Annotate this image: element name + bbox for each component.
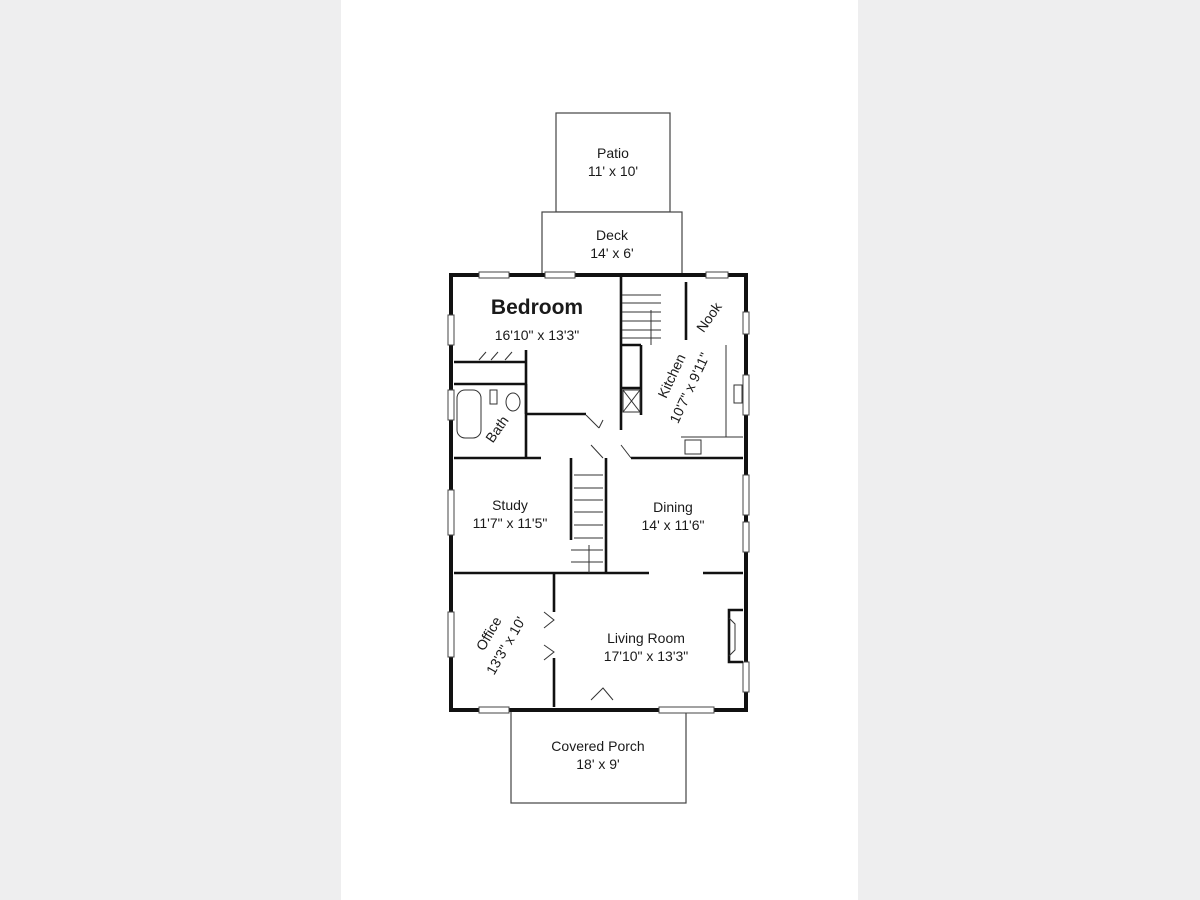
- doors: [478, 351, 632, 701]
- covered-porch-label: Covered Porch: [551, 738, 644, 754]
- bath-label: Bath: [482, 413, 512, 446]
- study-label: Study: [492, 497, 528, 513]
- patio-area: [555, 112, 671, 213]
- windows: [447, 271, 750, 714]
- patio-size: 11' x 10': [588, 163, 638, 179]
- stairs: [571, 294, 661, 573]
- bedroom-size: 16'10" x 13'3": [495, 327, 580, 343]
- living-room-label: Living Room: [607, 630, 685, 646]
- floor-plan: Patio 11' x 10' Deck 14' x 6' Covered Po…: [447, 112, 750, 804]
- bedroom-label: Bedroom: [491, 296, 583, 319]
- living-room-size: 17'10" x 13'3": [604, 648, 689, 664]
- fireplace: [727, 608, 743, 664]
- covered-porch-size: 18' x 9': [576, 756, 619, 772]
- deck-area: [541, 211, 683, 276]
- bath-fixtures: [456, 389, 521, 439]
- dining-size: 14' x 11'6": [642, 517, 705, 533]
- nook-label: Nook: [693, 298, 725, 335]
- floor-plan-sheet: Patio 11' x 10' Deck 14' x 6' Covered Po…: [341, 0, 858, 900]
- covered-porch-area: [510, 709, 687, 804]
- deck-label: Deck: [596, 227, 629, 243]
- kitchen-fixtures: [622, 345, 743, 455]
- interior-walls: [454, 275, 743, 707]
- deck-size: 14' x 6': [590, 245, 633, 261]
- dining-label: Dining: [653, 499, 693, 515]
- patio-label: Patio: [597, 145, 629, 161]
- study-size: 11'7" x 11'5": [473, 515, 548, 531]
